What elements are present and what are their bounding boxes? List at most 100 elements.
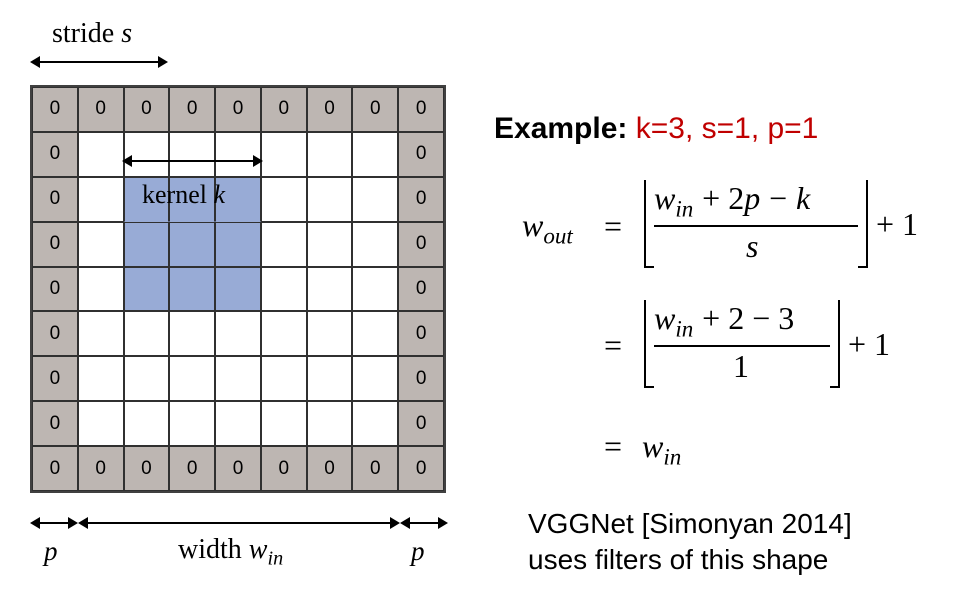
formula-lhs: wout (522, 207, 573, 249)
floor-left-1 (644, 180, 654, 268)
kernel-arrow (122, 155, 263, 167)
width-label: width win (178, 534, 283, 571)
input-cell (306, 401, 353, 447)
formula-plus-2: + 1 (848, 326, 891, 362)
kernel-label: kernel k (142, 180, 225, 210)
input-cell (169, 131, 216, 177)
padding-cell: 0 (398, 221, 444, 267)
padding-cell: 0 (398, 266, 444, 312)
padding-cell: 0 (123, 87, 170, 132)
example-line: Example: k=3, s=1, p=1 (494, 112, 818, 146)
kernel-cell (123, 176, 170, 222)
input-cell (123, 311, 170, 357)
padding-cell: 0 (32, 266, 78, 312)
padding-cell: 0 (398, 131, 444, 177)
input-cell (306, 356, 353, 402)
padding-cell: 0 (123, 446, 170, 491)
formula-denominator-1: s (746, 228, 759, 264)
input-cell (77, 131, 124, 177)
floor-left-2 (644, 300, 654, 388)
padding-right-arrow (400, 517, 448, 529)
formula-plus-1: + 1 (876, 206, 919, 242)
padding-cell: 0 (306, 446, 353, 491)
fraction-bar-1 (654, 225, 858, 227)
input-cell (169, 356, 216, 402)
formula-result: win (642, 428, 682, 470)
padding-cell: 0 (32, 401, 78, 447)
input-cell (306, 266, 353, 312)
kernel-cell (169, 266, 216, 312)
input-cell (77, 176, 124, 222)
padding-cell: 0 (398, 176, 444, 222)
stride-var: s (121, 18, 133, 49)
kernel-cell (215, 221, 261, 267)
padding-cell: 0 (398, 356, 444, 402)
input-cell (260, 356, 307, 402)
formula-denominator-2: 1 (733, 348, 749, 384)
formula-eq-3: = (604, 428, 623, 464)
formula-eq-1: = (604, 208, 623, 244)
input-cell (352, 131, 399, 177)
input-cell (260, 176, 307, 222)
padding-cell: 0 (215, 87, 261, 132)
vggnet-note-line2: uses filters of this shape (528, 544, 829, 575)
stride-label: stride s (52, 18, 132, 50)
formula-eq-2: = (604, 327, 623, 363)
formula-numerator-1: win + 2p − k (654, 180, 811, 222)
example-label: Example: (494, 112, 628, 145)
padding-cell: 0 (398, 87, 444, 132)
kernel-cell (215, 176, 261, 222)
padding-cell: 0 (169, 446, 216, 491)
stride-arrow (30, 56, 168, 68)
kernel-text: kernel (142, 180, 207, 209)
padding-cell: 0 (32, 87, 78, 132)
padding-cell: 0 (398, 401, 444, 447)
input-cell (260, 401, 307, 447)
padding-cell: 0 (398, 446, 444, 491)
padding-cell: 0 (260, 446, 307, 491)
padding-cell: 0 (32, 311, 78, 357)
kernel-cell (123, 266, 170, 312)
example-params: k=3, s=1, p=1 (635, 112, 819, 145)
input-cell (260, 311, 307, 357)
padding-cell: 0 (398, 311, 444, 357)
kernel-cell (169, 176, 216, 222)
padding-cell: 0 (32, 176, 78, 222)
input-cell (77, 356, 124, 402)
input-cell (260, 131, 307, 177)
kernel-cell (169, 221, 216, 267)
width-text: width (178, 534, 242, 565)
padding-cell: 0 (352, 87, 399, 132)
padding-cell: 0 (32, 356, 78, 402)
stride-text: stride (52, 18, 115, 49)
padding-cell: 0 (215, 446, 261, 491)
input-cell (169, 401, 216, 447)
input-cell (169, 311, 216, 357)
padding-right-label: p (411, 536, 425, 566)
input-cell (352, 176, 399, 222)
input-cell (352, 266, 399, 312)
kernel-var: k (213, 180, 226, 209)
input-cell (123, 131, 170, 177)
padding-left-label: p (44, 536, 58, 566)
vggnet-note-line1: VGGNet [Simonyan 2014] (528, 508, 852, 539)
input-cell (123, 356, 170, 402)
width-arrow (78, 517, 400, 529)
padding-cell: 0 (169, 87, 216, 132)
padding-cell: 0 (260, 87, 307, 132)
padding-cell: 0 (352, 446, 399, 491)
input-cell (77, 221, 124, 267)
width-var: win (248, 534, 284, 570)
input-cell (260, 221, 307, 267)
padding-cell: 0 (32, 131, 78, 177)
input-cell (352, 401, 399, 447)
input-cell (306, 176, 353, 222)
input-cell (77, 401, 124, 447)
formula-numerator-2: win + 2 − 3 (654, 300, 795, 342)
padding-left-arrow (30, 517, 78, 529)
kernel-cell (123, 221, 170, 267)
input-cell (306, 221, 353, 267)
padding-cell: 0 (306, 87, 353, 132)
floor-right-1 (858, 180, 868, 268)
